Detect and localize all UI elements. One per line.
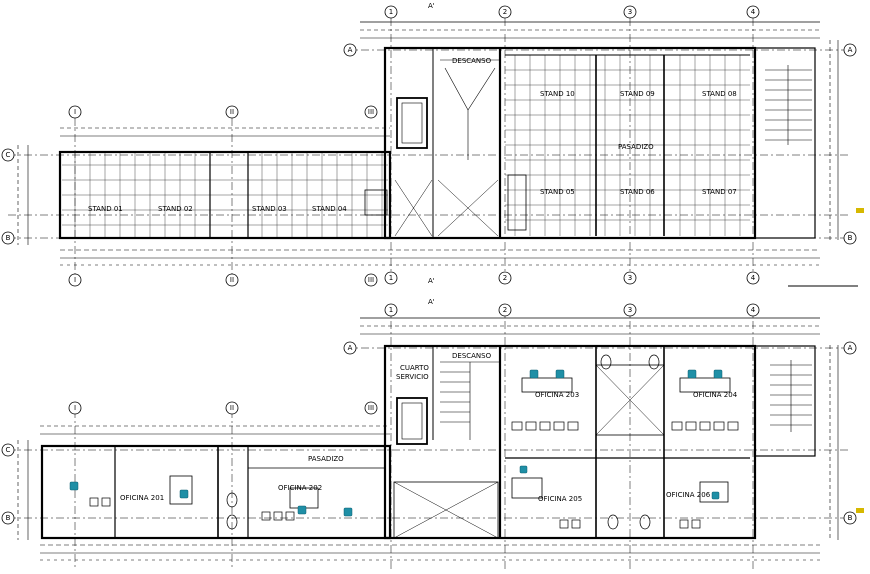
room-stand-04: STAND 04 — [312, 205, 347, 213]
axis-a-right-lower: A — [848, 344, 853, 352]
upper-tile-grid — [62, 55, 750, 238]
room-stand-05: STAND 05 — [540, 188, 575, 196]
room-pasadizo-upper: PASADIZO — [618, 143, 654, 151]
axis-3-bottom: 3 — [628, 274, 632, 282]
room-oficina-202: OFICINA 202 — [278, 484, 322, 492]
upper-axis-labels: 1 2 3 4 1 2 3 4 I II III I II III C B A … — [6, 2, 853, 285]
axis-b-right: B — [848, 234, 853, 242]
room-stand-06: STAND 06 — [620, 188, 655, 196]
axis-4-bottom: 4 — [751, 274, 756, 282]
axis-a-left-lower: A — [348, 344, 353, 352]
room-oficina-204: OFICINA 204 — [693, 391, 738, 399]
axis-roman-2-lower: II — [230, 404, 234, 412]
room-stand-08: STAND 08 — [702, 90, 737, 98]
axis-a-left: A — [348, 46, 353, 54]
room-pasadizo-lower: PASADIZO — [308, 455, 344, 463]
room-oficina-206: OFICINA 206 — [666, 491, 711, 499]
axis-3-top: 3 — [628, 8, 632, 16]
room-oficina-205: OFICINA 205 — [538, 495, 582, 503]
lower-axis-markers — [1, 303, 857, 525]
section-marker-lower — [856, 508, 864, 513]
axis-4-top: 4 — [751, 8, 756, 16]
room-stand-09: STAND 09 — [620, 90, 655, 98]
axis-a-right: A — [848, 46, 853, 54]
lower-furniture-chairs — [69, 369, 723, 517]
section-marker-upper — [856, 208, 864, 213]
room-oficina-203: OFICINA 203 — [535, 391, 579, 399]
axis-1-top: 1 — [389, 8, 393, 16]
room-stand-10: STAND 10 — [540, 90, 575, 98]
room-descanso-upper: DESCANSO — [452, 57, 492, 65]
axis-3-lower: 3 — [628, 306, 632, 314]
lower-floor-plan — [8, 305, 850, 570]
axis-c-left-lower: C — [6, 446, 11, 454]
axis-roman-3-top: III — [368, 108, 374, 116]
room-stand-01: STAND 01 — [88, 205, 123, 213]
axis-1-bottom: 1 — [389, 274, 393, 282]
room-stand-03: STAND 03 — [252, 205, 287, 213]
lower-axis-labels: 1 2 3 4 I II III C B A B A A' — [6, 298, 853, 522]
axis-roman-1-top: I — [74, 108, 76, 116]
axis-2-top: 2 — [503, 8, 507, 16]
axis-b-left: B — [6, 234, 11, 242]
axis-roman-2-bottom: II — [230, 276, 234, 284]
section-mark-top: A' — [428, 2, 435, 10]
room-cuarto-label: CUARTO — [400, 364, 429, 372]
axis-c-left: C — [6, 151, 11, 159]
axis-1-lower: 1 — [389, 306, 393, 314]
upper-axis-markers — [1, 5, 857, 287]
axis-b-left-lower: B — [6, 514, 11, 522]
axis-2-bottom: 2 — [503, 274, 507, 282]
room-servicio-label: SERVICIO — [396, 373, 429, 381]
axis-roman-3-lower: III — [368, 404, 374, 412]
room-stand-02: STAND 02 — [158, 205, 193, 213]
upper-room-labels: DESCANSO STAND 10 STAND 09 STAND 08 STAN… — [88, 57, 737, 213]
axis-roman-3-bottom: III — [368, 276, 374, 284]
room-stand-07: STAND 07 — [702, 188, 737, 196]
room-oficina-201: OFICINA 201 — [120, 494, 164, 502]
axis-roman-2-top: II — [230, 108, 234, 116]
section-mark-bottom: A' — [428, 277, 435, 285]
axis-roman-1-bottom: I — [74, 276, 76, 284]
room-descanso-lower: DESCANSO — [452, 352, 492, 360]
axis-b-right-lower: B — [848, 514, 853, 522]
axis-roman-1-lower: I — [74, 404, 76, 412]
lower-room-labels: DESCANSO CUARTO SERVICIO OFICINA 201 OFI… — [120, 352, 738, 503]
axis-4-lower: 4 — [751, 306, 756, 314]
axis-2-lower: 2 — [503, 306, 507, 314]
section-mark-lower: A' — [428, 298, 435, 306]
upper-floor-plan — [8, 18, 850, 275]
